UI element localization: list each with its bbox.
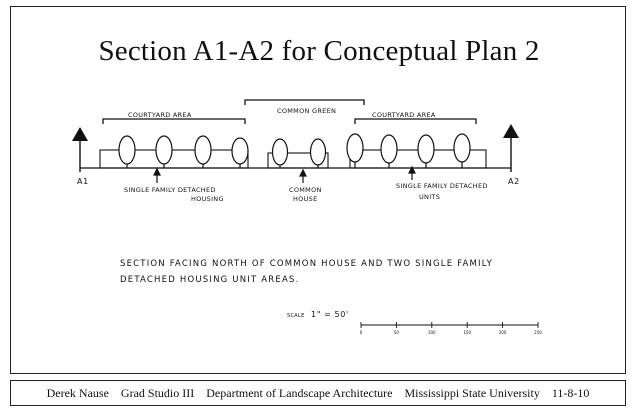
left-housing-callout-line1: SINGLE FAMILY DETACHED — [124, 186, 216, 194]
trees — [118, 133, 471, 168]
drawing-frame: Section A1-A2 for Conceptual Plan 2 — [10, 6, 626, 374]
author-name: Derek Nause — [46, 385, 109, 400]
common-green-label: COMMON GREEN — [277, 107, 336, 115]
tree — [194, 135, 212, 168]
courtyard-right-label: COURTYARD AREA — [372, 111, 436, 119]
scale-value: 1" = 50' — [311, 310, 349, 319]
section-note-line1: SECTION FACING NORTH OF COMMON HOUSE AND… — [120, 259, 493, 269]
section-drawing: COURTYARD AREA COMMON GREEN COURTYARD AR… — [72, 99, 542, 335]
scale-tick-label: 0 — [360, 330, 363, 335]
tree — [309, 138, 327, 168]
left-housing-callout-line2: HOUSING — [191, 195, 224, 203]
common-house-callout-line1: COMMON — [289, 186, 322, 194]
tree — [118, 135, 136, 168]
sheet-title: Section A1-A2 for Conceptual Plan 2 — [98, 35, 540, 67]
scale-ticks: 0 50 100 150 200 250 — [360, 322, 542, 335]
common-green-bracket — [244, 99, 365, 105]
tree — [417, 134, 435, 168]
scale-tick-label: 250 — [534, 330, 542, 335]
tree — [271, 138, 289, 168]
right-housing-callout-line2: UNITS — [419, 193, 440, 201]
scale-tick-label: 50 — [394, 330, 400, 335]
title-block: Derek Nause Grad Studio III Department o… — [10, 380, 626, 406]
courtyard-left-label: COURTYARD AREA — [128, 111, 192, 119]
tree — [231, 137, 249, 168]
scale-tick-label: 150 — [463, 330, 471, 335]
tree — [453, 133, 471, 168]
scale-label: SCALE — [287, 313, 305, 319]
left-housing-outline — [99, 149, 249, 169]
section-marker-a1 — [72, 127, 88, 172]
tree — [155, 135, 173, 168]
tree — [380, 134, 398, 168]
callout-arrows — [153, 165, 416, 183]
section-note-line2: DETACHED HOUSING UNIT AREAS. — [120, 275, 300, 285]
common-house-outline — [267, 152, 329, 169]
scale-tick-label: 100 — [428, 330, 436, 335]
section-marker-a2 — [503, 124, 519, 172]
marker-a1-label: A1 — [77, 177, 89, 186]
right-housing-callout-line1: SINGLE FAMILY DETACHED — [396, 182, 488, 190]
tree — [346, 133, 364, 168]
common-house-callout-line2: HOUSE — [293, 195, 318, 203]
drawing-date: 11-8-10 — [551, 385, 590, 400]
course-name: Grad Studio III — [120, 385, 195, 400]
scale-tick-label: 200 — [499, 330, 507, 335]
courtyard-right-bracket — [354, 118, 477, 124]
marker-a2-label: A2 — [508, 177, 520, 186]
courtyard-left-bracket — [102, 118, 246, 124]
university-name: Mississippi State University — [404, 385, 540, 400]
department-name: Department of Landscape Architecture — [206, 385, 393, 400]
